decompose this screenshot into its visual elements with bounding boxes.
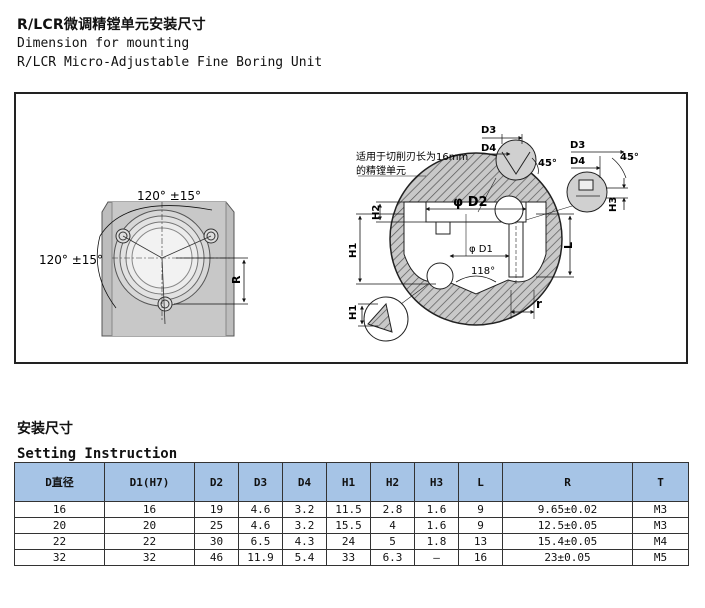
drawing-canvas: 120° ±15° 120° ±15° R	[39, 125, 639, 342]
dim-phiD2-label: φ D2	[453, 195, 488, 210]
dim-D3a-label: D3	[481, 125, 496, 136]
table-header: L	[458, 462, 503, 502]
table-cell: 30	[194, 533, 239, 550]
table-cell: 6.3	[370, 549, 415, 566]
table-cell: 4.6	[238, 501, 283, 518]
table-cell: 22	[14, 533, 105, 550]
table-cell: 16	[104, 501, 195, 518]
table-cell: M3	[632, 517, 689, 534]
angle-45b-label: 45°	[620, 152, 639, 163]
table-cell: 6.5	[238, 533, 283, 550]
table-cell: M5	[632, 549, 689, 566]
table-header: H3	[414, 462, 459, 502]
table-cell: 1.6	[414, 517, 459, 534]
dim-D3b-label: D3	[570, 140, 585, 151]
table-cell: 2.8	[370, 501, 415, 518]
note-line2: 的精镗单元	[356, 164, 406, 177]
technical-drawing: 120° ±15° 120° ±15° R	[14, 92, 688, 364]
table-cell: 15.4±0.05	[502, 533, 633, 550]
table-cell: 3.2	[282, 501, 327, 518]
table-header: D2	[194, 462, 239, 502]
table-header: D4	[282, 462, 327, 502]
table-cell: 3.2	[282, 517, 327, 534]
angle-top-label: 120° ±15°	[137, 189, 201, 203]
table-cell: 24	[326, 533, 371, 550]
table-cell: 9	[458, 501, 503, 518]
dim-H1b-label: H1	[348, 305, 359, 320]
table-header: D1(H7)	[104, 462, 195, 502]
table-cell: 16	[14, 501, 105, 518]
table-cell: 13	[458, 533, 503, 550]
section-title: 安装尺寸	[17, 421, 73, 437]
note-line1: 适用于切削刃长为16mm	[356, 150, 468, 163]
table-header: H2	[370, 462, 415, 502]
dim-H1a-label: H1	[348, 243, 359, 258]
table-header: T	[632, 462, 689, 502]
table-cell: 22	[104, 533, 195, 550]
table-cell: 11.5	[326, 501, 371, 518]
table-cell: 12.5±0.05	[502, 517, 633, 534]
table-cell: M3	[632, 501, 689, 518]
dimension-table: D直径 D1(H7) D2 D3 D4 H1 H2 H3 L R T 16 16…	[14, 462, 689, 566]
angle-left-label: 120° ±15°	[39, 253, 103, 267]
table-row: 20 20 25 4.6 3.2 15.5 4 1.6 9 12.5±0.05 …	[14, 517, 689, 534]
table-cell: 11.9	[238, 549, 283, 566]
page-subtitle: Dimension for mounting	[17, 36, 190, 51]
table-row: 16 16 19 4.6 3.2 11.5 2.8 1.6 9 9.65±0.0…	[14, 501, 689, 518]
table-header: D直径	[14, 462, 105, 502]
table-cell: M4	[632, 533, 689, 550]
table-cell: —	[414, 549, 459, 566]
table-cell: 4.6	[238, 517, 283, 534]
section-view	[356, 134, 628, 342]
dim-R-label: R	[230, 275, 243, 284]
product-name: R/LCR Micro-Adjustable Fine Boring Unit	[17, 55, 323, 70]
table-cell: 25	[194, 517, 239, 534]
table-cell: 1.8	[414, 533, 459, 550]
angle-118-label: 118°	[471, 266, 495, 277]
dim-D4a-label: D4	[481, 143, 496, 154]
section-subtitle: Setting Instruction	[17, 446, 178, 462]
table-cell: 32	[14, 549, 105, 566]
dim-L-label: L	[562, 242, 575, 249]
dim-D4b-label: D4	[570, 156, 585, 167]
dim-H2-label: H2	[371, 205, 382, 220]
table-cell: 4.3	[282, 533, 327, 550]
table-cell: 16	[458, 549, 503, 566]
table-row: 22 22 30 6.5 4.3 24 5 1.8 13 15.4±0.05 M…	[14, 533, 689, 550]
table-header: R	[502, 462, 633, 502]
table-cell: 5.4	[282, 549, 327, 566]
dim-r-label: r	[536, 297, 542, 311]
table-cell: 20	[14, 517, 105, 534]
table-header: D3	[238, 462, 283, 502]
table-cell: 9.65±0.02	[502, 501, 633, 518]
dim-H3-label: H3	[608, 197, 619, 212]
table-cell: 19	[194, 501, 239, 518]
table-cell: 32	[104, 549, 195, 566]
table-row: 32 32 46 11.9 5.4 33 6.3 — 16 23±0.05 M5	[14, 549, 689, 566]
table-cell: 33	[326, 549, 371, 566]
table-cell: 5	[370, 533, 415, 550]
table-cell: 1.6	[414, 501, 459, 518]
table-header-row: D直径 D1(H7) D2 D3 D4 H1 H2 H3 L R T	[14, 462, 689, 502]
table-cell: 15.5	[326, 517, 371, 534]
table-cell: 23±0.05	[502, 549, 633, 566]
page-title: R/LCR微调精镗单元安装尺寸	[17, 17, 206, 33]
dim-phiD1-label: φ D1	[469, 244, 493, 255]
table-cell: 4	[370, 517, 415, 534]
front-view	[96, 201, 248, 337]
table-cell: 9	[458, 517, 503, 534]
angle-45a-label: 45°	[538, 158, 557, 169]
table-cell: 20	[104, 517, 195, 534]
table-cell: 46	[194, 549, 239, 566]
table-header: H1	[326, 462, 371, 502]
